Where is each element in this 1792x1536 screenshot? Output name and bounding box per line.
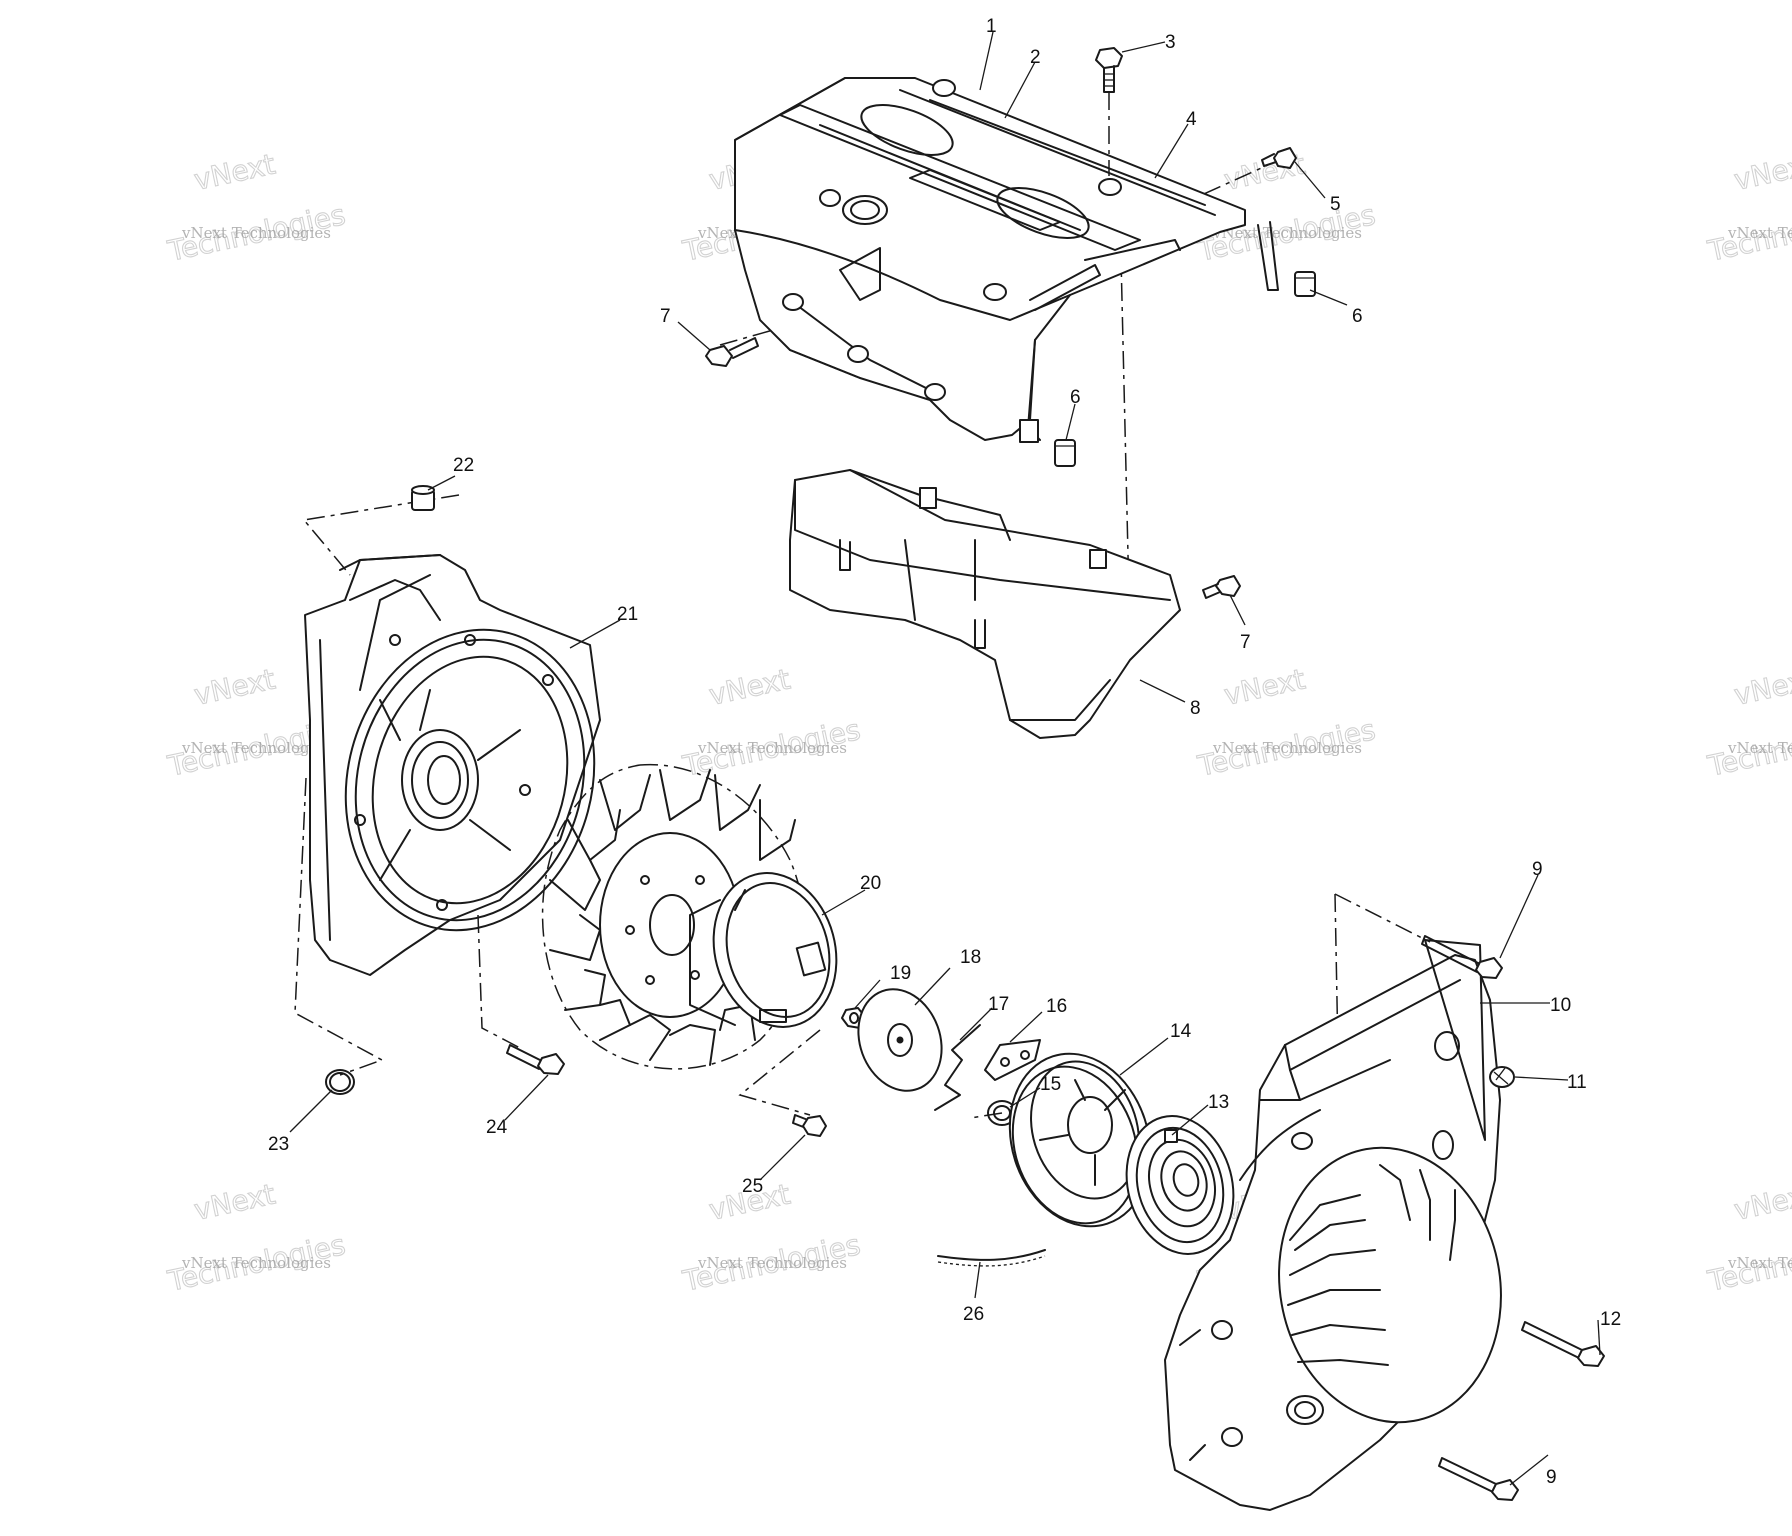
watermark-line2: vNext xyxy=(191,1178,278,1227)
spring-17 xyxy=(934,1024,981,1111)
lower-shroud-8 xyxy=(789,469,1181,739)
watermark-line1: vNext Technologies xyxy=(181,739,331,757)
bolt-3 xyxy=(1095,47,1123,176)
top-cover xyxy=(734,77,1279,443)
clip-6b xyxy=(1054,439,1076,467)
recoil-housing-10 xyxy=(1164,954,1502,1511)
callout-6a: 6 xyxy=(1352,306,1363,327)
watermark-line2: vNext xyxy=(1731,148,1792,197)
callout-20: 20 xyxy=(860,873,881,894)
callout-26: 26 xyxy=(963,1304,984,1325)
watermark-line2: vNext xyxy=(191,148,278,197)
callout-1: 1 xyxy=(986,16,997,37)
pawl-16 xyxy=(984,1039,1041,1081)
callout-22: 22 xyxy=(453,455,474,476)
washer-plate-18 xyxy=(857,988,943,1092)
bolt-9a xyxy=(1421,935,1503,1141)
watermark-line1: vNext Technologies xyxy=(181,224,331,242)
watermark: vNext Technologies xyxy=(1194,662,1379,784)
watermark-line1: vNext Technologies xyxy=(697,739,847,757)
watermark-line1: vNext Technologies xyxy=(1212,739,1362,757)
flywheel-fan xyxy=(541,763,806,1070)
callout-6b: 6 xyxy=(1070,387,1081,408)
bolt-25 xyxy=(792,1114,827,1137)
watermark: vNext Technologies xyxy=(1704,662,1792,784)
watermark-line2: vNext xyxy=(191,663,278,712)
watermark-line1: vNext Technologies xyxy=(181,1254,331,1272)
watermark-line1: vNext Technologies xyxy=(1727,739,1792,757)
callout-13: 13 xyxy=(1208,1092,1229,1113)
watermark: vNext Technologies xyxy=(679,662,864,784)
watermark-line2: vNext xyxy=(1731,1178,1792,1227)
watermark-line2: vNext xyxy=(1221,663,1308,712)
watermark-line1: vNext Technologies xyxy=(1212,224,1362,242)
callout-12: 12 xyxy=(1600,1309,1621,1330)
callout-9a: 9 xyxy=(1532,859,1543,880)
callout-11: 11 xyxy=(1567,1072,1587,1093)
callout-17: 17 xyxy=(988,994,1009,1015)
callout-21: 21 xyxy=(617,604,638,625)
fan-housing-21 xyxy=(304,554,601,976)
watermark-line1: vNext Technologies xyxy=(697,1254,847,1272)
callout-3: 3 xyxy=(1165,32,1176,53)
callout-25: 25 xyxy=(742,1176,763,1197)
callout-2: 2 xyxy=(1030,47,1041,68)
watermark: vNext Technologies xyxy=(679,1177,864,1299)
watermark: vNext Technologies xyxy=(1704,147,1792,269)
clip-6a xyxy=(1294,271,1316,297)
bolt-9b xyxy=(1438,1457,1519,1501)
callout-7a: 7 xyxy=(660,306,671,327)
starter-cup-20 xyxy=(689,872,838,1028)
screw-5 xyxy=(1261,147,1297,169)
watermark: vNext Technologies xyxy=(1704,1177,1792,1299)
bolt-12 xyxy=(1521,1321,1605,1367)
callout-5: 5 xyxy=(1330,194,1341,215)
recoil-spring-13 xyxy=(1125,1115,1235,1255)
callouts: 1 2 3 4 5 6 6 7 7 8 9 9 10 11 12 13 14 1… xyxy=(268,16,1621,1488)
bolt-24 xyxy=(506,1044,565,1075)
bushing-22 xyxy=(411,485,435,511)
watermark-line1: vNext Technologies xyxy=(1727,224,1792,242)
starter-rope-26 xyxy=(937,1249,1046,1267)
callout-24: 24 xyxy=(486,1117,508,1138)
callout-8: 8 xyxy=(1190,698,1201,719)
watermark: vNext Technologies xyxy=(164,1177,349,1299)
callout-4: 4 xyxy=(1186,109,1197,130)
callout-19: 19 xyxy=(890,963,911,984)
screw-7a xyxy=(705,337,759,367)
callout-7b: 7 xyxy=(1240,632,1251,653)
callout-15: 15 xyxy=(1040,1074,1061,1095)
watermark-line2: vNext xyxy=(1731,663,1792,712)
callout-14: 14 xyxy=(1170,1021,1192,1042)
callout-23: 23 xyxy=(268,1134,289,1155)
plug-11 xyxy=(1489,1066,1515,1088)
watermark-line2: vNext xyxy=(706,663,793,712)
callout-10: 10 xyxy=(1550,995,1571,1016)
ring-23 xyxy=(325,1069,355,1095)
watermark: vNext Technologies xyxy=(164,147,349,269)
callout-9b: 9 xyxy=(1546,1467,1557,1488)
rope-pulley-14 xyxy=(1008,1052,1152,1228)
watermark-line1: vNext Technologies xyxy=(1727,1254,1792,1272)
callout-16: 16 xyxy=(1046,996,1067,1017)
callout-leaders xyxy=(289,31,1601,1486)
screw-7b xyxy=(1202,575,1241,599)
callout-18: 18 xyxy=(960,947,981,968)
